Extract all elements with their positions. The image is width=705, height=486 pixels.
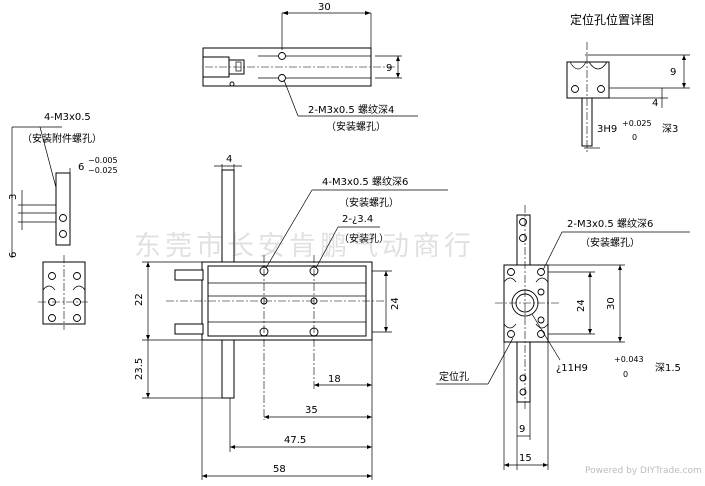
left-body-hole	[48, 272, 56, 280]
detail-fit: 3H9	[597, 124, 617, 135]
right-tol-lower: 0	[623, 370, 628, 379]
front-thread-note: 4-M3x0.5 螺纹深6	[322, 175, 408, 188]
right-jaw-hole	[519, 388, 527, 396]
front-thread-purpose: （安装螺孔）	[339, 196, 399, 209]
detail-tol-lower: 0	[632, 133, 637, 142]
left-view: 4-M3x0.5 （安装附件螺孔） 6 −0.005 −0.025 3 6	[8, 112, 118, 330]
left-dim-3: 3	[8, 194, 19, 200]
front-dim-23-5: 23.5	[134, 358, 145, 380]
right-hole	[507, 330, 515, 338]
right-hole	[537, 288, 545, 296]
top-view-pin	[229, 81, 235, 87]
left-dim-6b: 6	[8, 252, 19, 258]
right-depth: 深1.5	[655, 362, 681, 374]
top-view: 30 9 2-M3x0.5 螺纹深4 （安装螺孔）	[202, 2, 418, 133]
left-jaw-hole	[59, 230, 67, 238]
dim-9-label: 9	[386, 63, 392, 74]
footer-credit: Powered by DIYTrade.com	[585, 466, 702, 476]
right-hole	[507, 268, 515, 276]
top-thread-purpose: （安装螺孔）	[326, 120, 386, 133]
right-dim-24: 24	[576, 299, 587, 312]
front-body-inner	[207, 265, 367, 337]
front-hole-purpose: （安装孔）	[339, 232, 389, 245]
top-thread-note: 2-M3x0.5 螺纹深4	[308, 103, 394, 116]
front-dim-47-5: 47.5	[284, 435, 306, 446]
left-body-hole	[73, 314, 81, 322]
right-dim-9: 9	[519, 424, 525, 435]
top-view-jaw-slot	[235, 61, 242, 72]
top-view-hole	[278, 74, 286, 82]
front-dim-35: 35	[305, 405, 318, 416]
right-jaw-hole	[519, 234, 527, 242]
left-tol-lower: −0.025	[88, 166, 118, 175]
right-hole	[537, 268, 545, 276]
detail-title: 定位孔位置详图	[570, 12, 654, 27]
front-view: 4 4-M3x0.5 螺纹深6 （安装螺孔） 2-¿3.4 （安装孔） 22	[134, 154, 448, 480]
front-port	[174, 323, 204, 335]
right-dim-15: 15	[519, 453, 532, 464]
right-dim-30: 30	[606, 297, 617, 310]
left-jaw-hole	[59, 214, 67, 222]
detail-depth: 深3	[662, 123, 678, 135]
detail-dim-4: 4	[652, 98, 658, 109]
right-hole	[537, 330, 545, 338]
front-dim-58: 58	[273, 464, 286, 475]
front-dim-18: 18	[328, 374, 341, 385]
right-thread-note: 2-M3x0.5 螺纹深6	[567, 217, 653, 230]
right-tol-upper: +0.043	[614, 355, 644, 364]
right-view: 2-M3x0.5 螺纹深6 （安装螺孔） 24 30 定位孔 ¿11H9 +0.…	[436, 205, 690, 470]
right-jaw-hole	[519, 374, 527, 382]
left-jaw	[55, 172, 71, 246]
front-dim-4: 4	[226, 154, 232, 165]
detail-hole	[597, 85, 605, 93]
detail-hole	[571, 85, 579, 93]
left-body-hole	[48, 314, 56, 322]
right-lower-jaw	[516, 341, 531, 403]
front-lower-jaw	[221, 339, 235, 399]
detail-dim-9: 9	[670, 67, 676, 78]
left-note: 4-M3x0.5	[44, 112, 91, 123]
detail-tol-upper: +0.025	[622, 119, 652, 128]
top-view-hole	[278, 52, 286, 60]
watermark: 东莞市长安肯鹏气动商行	[134, 231, 475, 262]
right-bore-label: ¿11H9	[556, 363, 588, 374]
right-thread-purpose: （安装螺孔）	[580, 236, 640, 249]
right-jaw-hole	[519, 218, 527, 226]
front-port	[174, 269, 204, 281]
left-body-hole	[73, 272, 81, 280]
left-purpose: （安装附件螺孔）	[22, 132, 102, 145]
front-hole-note: 2-¿3.4	[342, 214, 373, 225]
front-dim-24: 24	[390, 297, 401, 310]
left-dim-6: 6	[78, 162, 84, 173]
front-dim-22: 22	[134, 293, 145, 306]
detail-view: 定位孔位置详图 9 4 3H9 +0.025 0 深3	[566, 12, 690, 152]
right-hole	[537, 316, 545, 324]
left-tol-upper: −0.005	[88, 156, 118, 165]
dim-30-label: 30	[318, 2, 331, 13]
right-locating-label: 定位孔	[439, 370, 469, 383]
